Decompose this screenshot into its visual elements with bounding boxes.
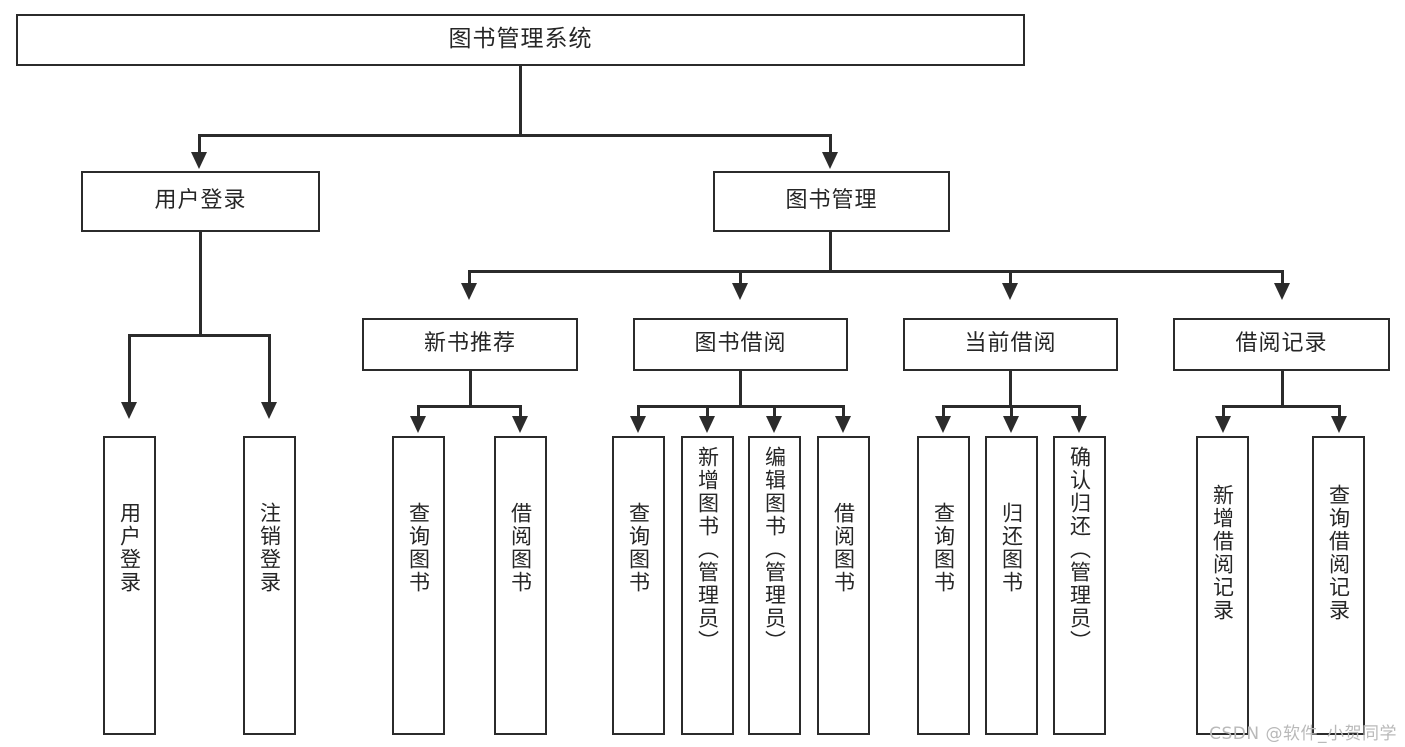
connector-nbr-leg-1 — [417, 405, 420, 419]
leaf-label: 借阅图书 — [508, 502, 533, 594]
leaf-bb-edit-book-admin[interactable]: 编辑图书（管理员） — [748, 436, 801, 735]
connector-root-stem — [519, 66, 522, 136]
connector-bb-leg-4 — [842, 405, 845, 419]
connector-bb-bus — [637, 405, 845, 408]
leaf-bb-add-book-admin[interactable]: 新增图书（管理员） — [681, 436, 734, 735]
connector-br-stem — [1281, 371, 1284, 407]
connector-bb-leg-3 — [773, 405, 776, 419]
connector-bb-stem — [739, 371, 742, 407]
node-root-system[interactable]: 图书管理系统 — [16, 14, 1025, 66]
connector-book-manage-leg-1 — [468, 270, 471, 286]
arrow-bb-leaf-2 — [699, 416, 715, 433]
leaf-label: 借阅图书 — [831, 502, 856, 594]
node-book-borrow[interactable]: 图书借阅 — [633, 318, 848, 371]
connector-user-login-bus — [128, 334, 271, 337]
arrow-cb-leaf-2 — [1003, 416, 1019, 433]
leaf-user-login[interactable]: 用户登录 — [103, 436, 156, 735]
leaf-label: 查询借阅记录 — [1326, 484, 1351, 622]
connector-root-leg-left — [198, 134, 201, 156]
node-user-login[interactable]: 用户登录 — [81, 171, 320, 232]
connector-br-leg-1 — [1222, 405, 1225, 419]
connector-bb-leg-1 — [637, 405, 640, 419]
node-label: 图书管理 — [785, 188, 878, 214]
node-book-manage[interactable]: 图书管理 — [713, 171, 950, 232]
leaf-label: 注销登录 — [257, 502, 282, 594]
connector-nbr-leg-2 — [519, 405, 522, 419]
connector-cb-leg-2 — [1010, 405, 1013, 419]
leaf-label: 归还图书 — [999, 502, 1024, 594]
leaf-br-add-record[interactable]: 新增借阅记录 — [1196, 436, 1249, 735]
connector-bb-leg-2 — [706, 405, 709, 419]
arrow-bb-leaf-3 — [766, 416, 782, 433]
connector-book-manage-leg-3 — [1009, 270, 1012, 286]
arrow-to-book-manage — [822, 152, 838, 169]
arrow-to-current-borrow — [1002, 283, 1018, 300]
connector-cb-leg-1 — [942, 405, 945, 419]
leaf-label: 编辑图书（管理员） — [762, 446, 787, 653]
leaf-label: 确认归还（管理员） — [1067, 446, 1092, 653]
leaf-nbr-query-book[interactable]: 查询图书 — [392, 436, 445, 735]
node-label: 新书推荐 — [423, 331, 516, 357]
leaf-label: 查询图书 — [406, 502, 431, 594]
connector-book-manage-leg-4 — [1281, 270, 1284, 286]
arrow-br-leaf-2 — [1331, 416, 1347, 433]
arrow-cb-leaf-1 — [935, 416, 951, 433]
connector-book-manage-stem — [829, 232, 832, 272]
node-borrow-record[interactable]: 借阅记录 — [1173, 318, 1390, 371]
connector-nbr-bus — [417, 405, 522, 408]
connector-book-manage-bus — [468, 270, 1284, 273]
leaf-cb-confirm-return-admin[interactable]: 确认归还（管理员） — [1053, 436, 1106, 735]
leaf-label: 查询图书 — [626, 502, 651, 594]
connector-root-leg-right — [829, 134, 832, 156]
arrow-br-leaf-1 — [1215, 416, 1231, 433]
node-new-book-recommend[interactable]: 新书推荐 — [362, 318, 578, 371]
connector-cb-stem — [1009, 371, 1012, 407]
arrow-to-borrow-record — [1274, 283, 1290, 300]
connector-cb-leg-3 — [1078, 405, 1081, 419]
node-label: 当前借阅 — [964, 331, 1057, 357]
arrow-to-user-login — [191, 152, 207, 169]
leaf-label: 查询图书 — [931, 502, 956, 594]
arrow-nbr-leaf-1 — [410, 416, 426, 433]
connector-root-bus — [198, 134, 832, 137]
connector-user-login-leg-1 — [128, 334, 131, 406]
connector-book-manage-leg-2 — [739, 270, 742, 286]
arrow-bb-leaf-4 — [835, 416, 851, 433]
arrow-to-leaf-user-login — [121, 402, 137, 419]
leaf-bb-query-book[interactable]: 查询图书 — [612, 436, 665, 735]
leaf-nbr-borrow-book[interactable]: 借阅图书 — [494, 436, 547, 735]
connector-user-login-leg-2 — [268, 334, 271, 406]
arrow-cb-leaf-3 — [1071, 416, 1087, 433]
connector-nbr-stem — [469, 371, 472, 407]
node-label: 用户登录 — [154, 188, 247, 214]
leaf-br-query-record[interactable]: 查询借阅记录 — [1312, 436, 1365, 735]
leaf-label: 新增图书（管理员） — [695, 446, 720, 653]
leaf-label: 新增借阅记录 — [1210, 484, 1235, 622]
leaf-cb-return-book[interactable]: 归还图书 — [985, 436, 1038, 735]
arrow-nbr-leaf-2 — [512, 416, 528, 433]
arrow-to-leaf-logout — [261, 402, 277, 419]
leaf-logout[interactable]: 注销登录 — [243, 436, 296, 735]
connector-user-login-stem — [199, 232, 202, 336]
leaf-label: 用户登录 — [117, 502, 142, 594]
leaf-cb-query-book[interactable]: 查询图书 — [917, 436, 970, 735]
leaf-bb-borrow-book[interactable]: 借阅图书 — [817, 436, 870, 735]
arrow-to-new-book-recommend — [461, 283, 477, 300]
node-label: 图书借阅 — [694, 331, 787, 357]
arrow-to-book-borrow — [732, 283, 748, 300]
connector-br-leg-2 — [1338, 405, 1341, 419]
arrow-bb-leaf-1 — [630, 416, 646, 433]
node-current-borrow[interactable]: 当前借阅 — [903, 318, 1118, 371]
node-label: 借阅记录 — [1235, 331, 1328, 357]
connector-br-bus — [1222, 405, 1341, 408]
node-label: 图书管理系统 — [448, 26, 593, 53]
